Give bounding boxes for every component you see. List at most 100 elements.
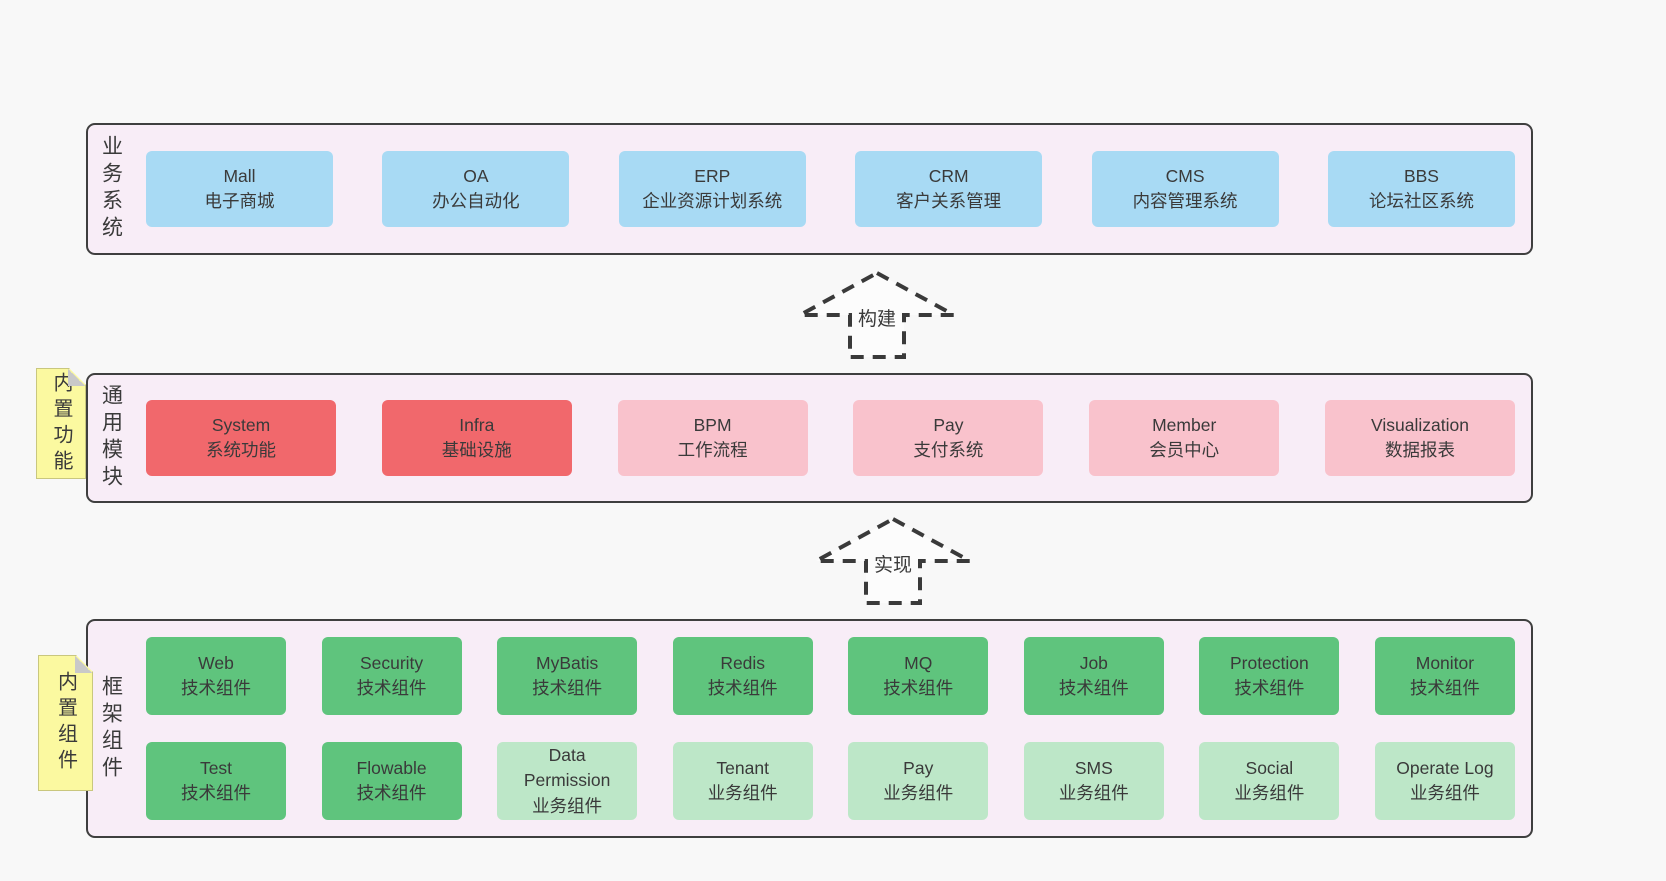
- framework-row-2: Test 技术组件 Flowable 技术组件 Data Permission …: [146, 742, 1515, 820]
- box-pay-module: Pay 支付系统: [853, 400, 1044, 476]
- box-mybatis: MyBatis 技术组件: [497, 637, 638, 715]
- box-desc: 工作流程: [677, 440, 748, 460]
- box-desc: 会员中心: [1149, 440, 1220, 460]
- modules-layer-label: 通用模块: [99, 384, 123, 492]
- box-name: Tenant: [716, 757, 769, 778]
- box-name: BBS: [1403, 165, 1439, 186]
- box-mq: MQ 技术组件: [848, 637, 989, 715]
- box-social: Social 业务组件: [1199, 742, 1340, 820]
- box-desc: 基础设施: [441, 440, 512, 460]
- arrow-implement-label: 实现: [870, 550, 916, 577]
- box-name: Data Permission: [523, 744, 611, 791]
- panel-common-modules: 通用模块 System 系统功能 Infra 基础设施 BPM 工作流程 Pay…: [86, 373, 1533, 503]
- box-mall: Mall 电子商城: [146, 151, 333, 227]
- box-monitor: Monitor 技术组件: [1374, 637, 1515, 715]
- box-name: Protection: [1229, 652, 1309, 673]
- box-desc: 技术组件: [883, 678, 954, 698]
- box-crm: CRM 客户关系管理: [855, 151, 1043, 227]
- box-web: Web 技术组件: [146, 637, 286, 715]
- framework-row-1: Web 技术组件 Security 技术组件 MyBatis 技术组件 Redi…: [146, 637, 1515, 715]
- panel-framework-components: 框架组件 Web 技术组件 Security 技术组件 MyBatis 技术组件…: [86, 619, 1533, 838]
- box-name: Monitor: [1415, 652, 1475, 673]
- box-visualization: Visualization 数据报表: [1324, 400, 1515, 476]
- box-desc: 技术组件: [532, 678, 603, 698]
- business-boxes-row: Mall 电子商城 OA 办公自动化 ERP 企业资源计划系统 CRM 客户关系…: [134, 125, 1531, 253]
- box-desc: 业务组件: [1234, 783, 1305, 803]
- box-tenant: Tenant 业务组件: [672, 742, 813, 820]
- box-desc: 系统功能: [206, 440, 276, 460]
- box-name: Member: [1152, 414, 1217, 435]
- box-name: Infra: [459, 414, 495, 435]
- box-desc: 支付系统: [913, 440, 984, 460]
- box-name: Flowable: [356, 757, 427, 778]
- box-desc: 业务组件: [1409, 783, 1480, 803]
- panel-business-systems: 业务系统 Mall 电子商城 OA 办公自动化 ERP 企业资源计划系统 CRM…: [86, 123, 1533, 255]
- box-data-permission: Data Permission 业务组件: [497, 742, 638, 820]
- box-desc: 数据报表: [1384, 440, 1455, 460]
- box-desc: 办公自动化: [432, 191, 520, 211]
- box-desc: 业务组件: [532, 795, 603, 816]
- box-pay-component: Pay 业务组件: [848, 742, 989, 820]
- box-bpm: BPM 工作流程: [617, 400, 808, 476]
- box-oa: OA 办公自动化: [382, 151, 570, 227]
- box-name: CMS: [1165, 165, 1205, 186]
- framework-layer-label: 框架组件: [99, 674, 123, 783]
- box-name: Redis: [720, 652, 766, 673]
- box-desc: 业务组件: [1058, 783, 1129, 803]
- box-erp: ERP 企业资源计划系统: [618, 151, 806, 227]
- box-desc: 业务组件: [707, 783, 778, 803]
- box-name: Mall: [223, 165, 256, 186]
- box-desc: 技术组件: [707, 678, 778, 698]
- modules-boxes-row: System 系统功能 Infra 基础设施 BPM 工作流程 Pay 支付系统…: [134, 375, 1531, 501]
- box-desc: 技术组件: [356, 783, 427, 803]
- box-desc: 技术组件: [181, 678, 251, 698]
- box-operate-log: Operate Log 业务组件: [1374, 742, 1515, 820]
- box-desc: 内容管理系统: [1132, 191, 1238, 211]
- box-desc: 电子商城: [204, 191, 275, 211]
- box-name: MQ: [904, 652, 933, 673]
- box-name: Operate Log: [1396, 757, 1494, 778]
- business-layer-label: 业务系统: [99, 135, 123, 243]
- box-cms: CMS 内容管理系统: [1091, 151, 1279, 227]
- box-name: Visualization: [1371, 414, 1469, 435]
- box-name: OA: [463, 165, 489, 186]
- box-redis: Redis 技术组件: [672, 637, 813, 715]
- box-name: Pay: [933, 414, 964, 435]
- box-desc: 技术组件: [1058, 678, 1129, 698]
- box-desc: 技术组件: [1234, 678, 1305, 698]
- box-name: SMS: [1074, 757, 1113, 778]
- box-desc: 技术组件: [181, 783, 251, 803]
- box-bbs: BBS 论坛社区系统: [1327, 151, 1515, 227]
- folded-corner-icon: [68, 369, 85, 386]
- box-desc: 技术组件: [1409, 678, 1480, 698]
- sticky-note-builtin-components: 内置组件: [38, 655, 93, 791]
- dashed-arrow-up-implement: 实现: [808, 514, 978, 606]
- box-name: CRM: [928, 165, 969, 186]
- box-name: BPM: [693, 414, 732, 435]
- box-name: Job: [1079, 652, 1108, 673]
- box-infra: Infra 基础设施: [381, 400, 572, 476]
- box-test: Test 技术组件: [146, 742, 286, 820]
- box-name: Security: [359, 652, 424, 673]
- sticky-note-builtin-features: 内置功能: [36, 368, 86, 479]
- box-system: System 系统功能: [146, 400, 336, 476]
- arrow-build-label: 构建: [854, 304, 900, 331]
- box-job: Job 技术组件: [1023, 637, 1164, 715]
- box-security: Security 技术组件: [321, 637, 462, 715]
- box-flowable: Flowable 技术组件: [321, 742, 462, 820]
- box-name: Web: [198, 652, 234, 673]
- box-name: Pay: [903, 757, 934, 778]
- box-desc: 客户关系管理: [896, 191, 1002, 211]
- box-desc: 技术组件: [356, 678, 427, 698]
- box-desc: 企业资源计划系统: [642, 191, 783, 211]
- box-name: MyBatis: [536, 652, 599, 673]
- box-member: Member 会员中心: [1089, 400, 1280, 476]
- box-name: Test: [199, 757, 233, 778]
- box-protection: Protection 技术组件: [1199, 637, 1340, 715]
- box-name: ERP: [694, 165, 731, 186]
- box-sms: SMS 业务组件: [1023, 742, 1164, 820]
- box-desc: 论坛社区系统: [1368, 191, 1474, 211]
- dashed-arrow-up-build: 构建: [792, 268, 962, 360]
- framework-boxes-grid: Web 技术组件 Security 技术组件 MyBatis 技术组件 Redi…: [134, 621, 1531, 836]
